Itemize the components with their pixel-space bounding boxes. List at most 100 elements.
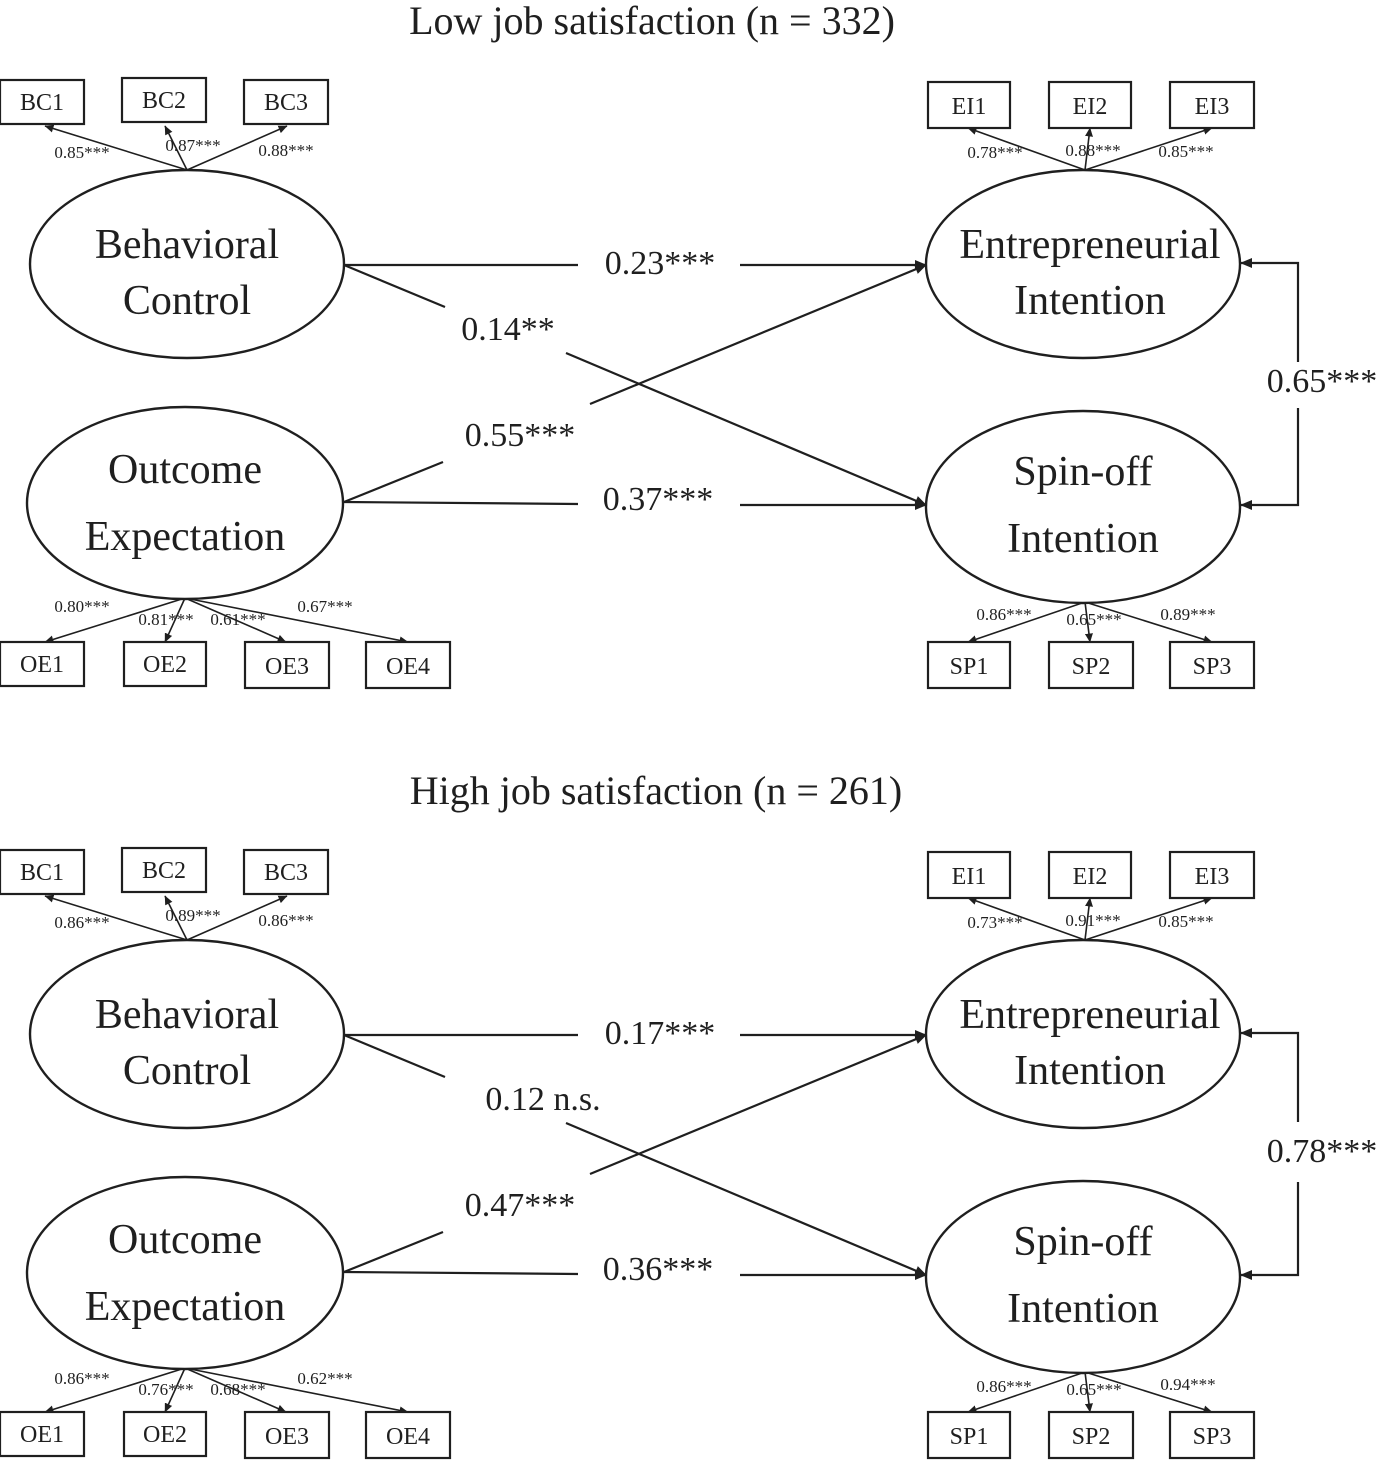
indicator-label: EI2	[1073, 94, 1108, 120]
indicator-box-ei2	[1047, 80, 1133, 130]
path-label-oe-sp: 0.36***	[603, 1251, 714, 1288]
indicator-label: OE1	[20, 652, 64, 678]
indicator-label: BC1	[20, 860, 64, 886]
path-arrow-oe-ei	[589, 1033, 927, 1176]
loading-label-ei1: 0.78***	[967, 143, 1022, 162]
loading-label-sp1: 0.86***	[976, 1377, 1031, 1396]
indicator-box-ei1	[926, 850, 1012, 900]
path-arrow-bc-sp	[565, 351, 927, 507]
loading-label-bc3: 0.88***	[258, 141, 313, 160]
path-label-bc-ei: 0.17***	[605, 1015, 716, 1052]
indicator-box-ei3	[1168, 80, 1256, 130]
latent-label-line2: Expectation	[85, 1284, 286, 1330]
loading-line-sp2	[1084, 1371, 1093, 1413]
indicator-label: BC2	[142, 858, 186, 884]
loading-label-oe4: 0.62***	[297, 1369, 352, 1388]
latent-spin-off-intention	[924, 1179, 1242, 1375]
indicator-label: EI1	[952, 864, 987, 890]
loading-label-sp3: 0.94***	[1160, 1375, 1215, 1394]
loading-line-ei3	[1084, 896, 1213, 941]
loading-line-oe4	[184, 1367, 409, 1415]
indicator-box-oe4	[364, 1410, 452, 1460]
indicator-box-bc1	[0, 78, 86, 126]
loading-label-oe2: 0.81***	[138, 610, 193, 629]
latent-label-line1: Behavioral	[95, 222, 279, 268]
path-line-bc-sp	[343, 1033, 446, 1079]
panel-title: Low job satisfaction (n = 332)	[409, 0, 895, 43]
indicator-label: OE3	[265, 654, 309, 680]
covariance-label-ei-sp: 0.65***	[1267, 363, 1378, 400]
loading-line-oe1	[44, 597, 186, 644]
indicator-box-sp2	[1047, 1410, 1135, 1460]
loading-label-oe1: 0.80***	[54, 597, 109, 616]
loading-line-sp1	[967, 601, 1086, 644]
indicator-box-oe3	[243, 1410, 331, 1460]
loading-line-ei2	[1084, 127, 1093, 171]
loading-label-oe1: 0.86***	[54, 1369, 109, 1388]
latent-outcome-expectation	[25, 405, 345, 601]
loading-label-oe4: 0.67***	[297, 597, 352, 616]
covariance-top-ei-sp	[1240, 258, 1300, 362]
indicator-box-ei1	[926, 80, 1012, 130]
latent-label-line1: Spin-off	[1013, 449, 1152, 495]
latent-spin-off-intention	[924, 409, 1242, 605]
loading-line-sp3	[1084, 601, 1213, 644]
indicator-label: OE4	[386, 1424, 430, 1450]
latent-label-line1: Entrepreneurial	[959, 222, 1220, 268]
indicator-label: SP3	[1193, 1424, 1232, 1450]
latent-label-line1: Entrepreneurial	[959, 992, 1220, 1038]
path-line-bc-sp	[343, 263, 446, 309]
loading-label-sp2: 0.65***	[1066, 610, 1121, 629]
indicator-box-bc3	[242, 848, 330, 896]
indicator-label: OE3	[265, 1424, 309, 1450]
loading-line-oe2	[164, 597, 186, 643]
indicator-box-bc2	[120, 76, 208, 124]
loading-label-bc2: 0.89***	[165, 906, 220, 925]
path-label-oe-sp: 0.37***	[603, 481, 714, 518]
loading-line-oe4	[184, 597, 409, 645]
path-arrow-bc-sp	[565, 1121, 927, 1277]
latent-label-line2: Expectation	[85, 514, 286, 560]
indicator-label: SP1	[950, 1424, 989, 1450]
indicator-box-bc3	[242, 78, 330, 126]
indicator-label: EI1	[952, 94, 987, 120]
indicator-label: BC3	[264, 860, 308, 886]
loading-label-bc1: 0.85***	[54, 143, 109, 162]
indicator-label: BC1	[20, 90, 64, 116]
loading-label-sp3: 0.89***	[1160, 605, 1215, 624]
indicator-box-oe3	[243, 640, 331, 690]
path-arrow-oe-ei	[589, 263, 927, 406]
loading-line-ei2	[1084, 897, 1093, 941]
loading-label-ei2: 0.91***	[1065, 911, 1120, 930]
loading-line-bc3	[186, 895, 288, 941]
loading-label-bc1: 0.86***	[54, 913, 109, 932]
loading-label-ei2: 0.88***	[1065, 141, 1120, 160]
loading-line-ei3	[1084, 126, 1213, 171]
indicator-box-sp3	[1168, 1410, 1256, 1460]
loading-line-bc2	[164, 895, 188, 941]
indicator-box-ei2	[1047, 850, 1133, 900]
indicator-box-sp2	[1047, 640, 1135, 690]
loading-line-oe3	[184, 1367, 287, 1413]
loading-label-ei3: 0.85***	[1158, 142, 1213, 161]
covariance-bottom-ei-sp	[1240, 408, 1300, 510]
path-label-bc-sp: 0.12 n.s.	[485, 1081, 600, 1118]
loading-line-ei1	[967, 897, 1086, 941]
indicator-label: SP2	[1072, 1424, 1111, 1450]
indicator-box-oe2	[122, 640, 208, 688]
path-line-oe-ei	[343, 460, 444, 504]
indicator-box-sp1	[926, 1410, 1012, 1460]
indicator-label: SP1	[950, 654, 989, 680]
latent-label-line2: Control	[123, 1048, 251, 1094]
loading-line-sp2	[1084, 601, 1093, 643]
indicator-label: SP3	[1193, 654, 1232, 680]
latent-behavioral-control	[28, 938, 346, 1130]
indicator-label: OE2	[143, 1422, 187, 1448]
latent-entrepreneurial-intention	[924, 168, 1242, 360]
loading-label-bc2: 0.87***	[165, 136, 220, 155]
loading-line-oe2	[164, 1367, 186, 1413]
latent-label-line1: Outcome	[108, 1217, 262, 1263]
loading-line-bc1	[44, 124, 188, 171]
indicator-label: SP2	[1072, 654, 1111, 680]
